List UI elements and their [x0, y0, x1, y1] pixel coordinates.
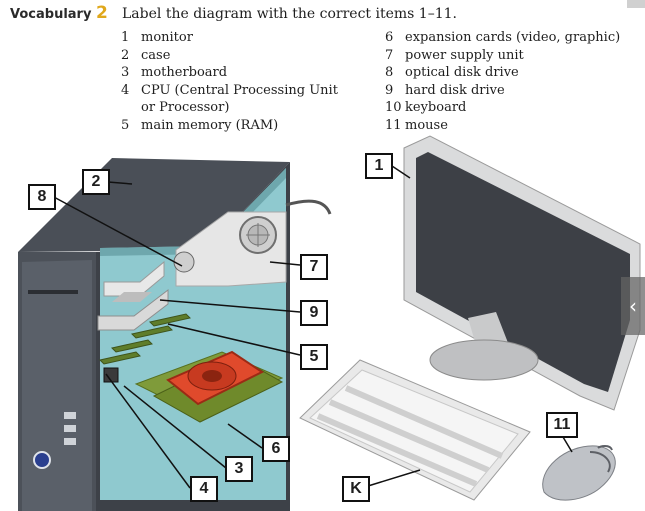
- label-box-11: 11: [546, 412, 578, 438]
- top-scroll-tab[interactable]: [627, 0, 645, 8]
- hard-disk-drive: [97, 288, 169, 331]
- label-box-7: 7: [300, 254, 328, 280]
- list-item-continuation: or Processor): [141, 100, 230, 115]
- label-box-6: 6: [262, 436, 290, 462]
- label-box-3: 3: [225, 456, 253, 482]
- label-box-5: 5: [300, 344, 328, 370]
- instruction-text: Label the diagram with the correct items…: [122, 6, 457, 22]
- label-box-8: 8: [28, 184, 56, 210]
- chevron-left-icon[interactable]: ‹: [621, 277, 645, 335]
- section-label: Vocabulary: [10, 7, 92, 22]
- power-supply-unit: [173, 199, 332, 287]
- label-box-k: K: [342, 476, 370, 502]
- label-box-4: 4: [190, 476, 218, 502]
- label-box-2: 2: [82, 169, 110, 195]
- expansion-card: [152, 350, 284, 423]
- leader-lines: [51, 165, 573, 489]
- label-box-9: 9: [300, 300, 328, 326]
- monitor: [403, 135, 641, 411]
- exercise-number: 2: [96, 3, 108, 23]
- main-memory-ram: [99, 313, 191, 365]
- keyboard: [299, 359, 531, 501]
- optical-disk-drive: [103, 260, 165, 297]
- label-box-1: 1: [365, 153, 393, 179]
- mouse: [542, 445, 616, 501]
